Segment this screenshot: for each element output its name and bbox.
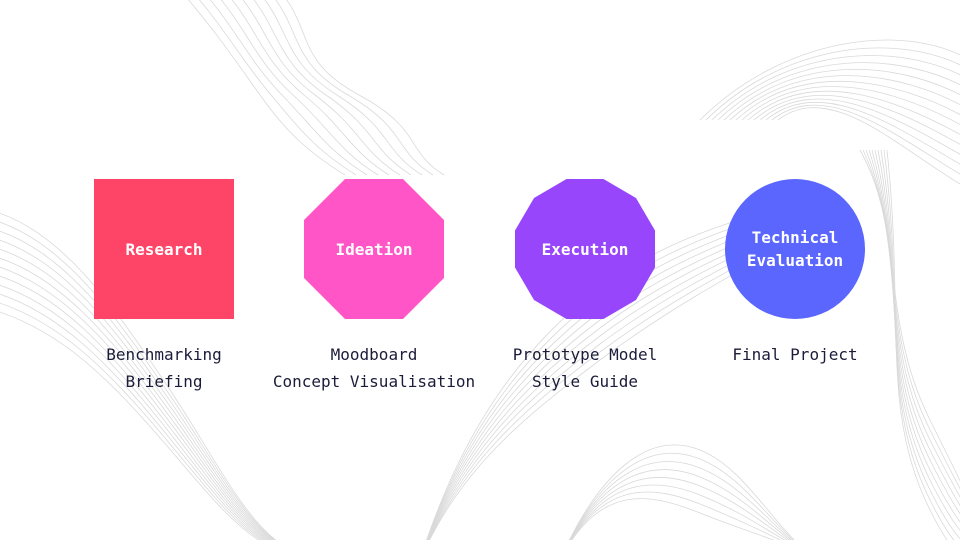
contour-line xyxy=(729,75,960,121)
deliverables-list: Prototype Model Style Guide xyxy=(450,341,720,395)
contour-line xyxy=(871,149,960,515)
contour-line xyxy=(264,0,423,176)
contour-line xyxy=(759,98,960,155)
deliverable-item: Benchmarking xyxy=(106,345,222,364)
contour-line xyxy=(699,39,960,121)
dodecagon-shape xyxy=(515,179,655,319)
contour-line xyxy=(717,62,960,121)
contour-line xyxy=(569,444,795,540)
deliverable-item: Moodboard xyxy=(330,345,418,364)
stage-title: Research xyxy=(125,239,203,259)
octagon-shape xyxy=(304,179,444,319)
contour-line xyxy=(242,0,401,176)
contour-line xyxy=(777,107,960,185)
contour-line xyxy=(275,0,434,176)
deliverable-item: Style Guide xyxy=(532,372,638,391)
contour-line xyxy=(0,284,266,540)
contour-line xyxy=(220,0,379,176)
contour-line xyxy=(753,95,960,145)
stage-title: Ideation xyxy=(335,239,413,259)
contour-line xyxy=(571,491,782,540)
contour-line xyxy=(723,68,960,121)
contour-line xyxy=(286,0,445,176)
contour-line xyxy=(0,275,268,540)
contour-line xyxy=(705,47,960,121)
contour-line xyxy=(877,149,960,531)
contour-line xyxy=(883,149,955,540)
contour-line xyxy=(0,248,272,540)
contour-line xyxy=(0,311,260,540)
dodecagon-fill xyxy=(515,179,655,319)
contour-line xyxy=(0,293,264,540)
contour-line xyxy=(199,0,357,176)
deliverable-item: Prototype Model xyxy=(512,345,658,364)
deliverable-item: Final Project xyxy=(732,345,858,364)
octagon-fill xyxy=(304,179,444,319)
circle-fill xyxy=(725,179,865,319)
circle-shape xyxy=(725,179,865,319)
contour-line xyxy=(569,461,793,540)
stage-technical-evaluation: Technical Evaluation Final Project xyxy=(680,179,910,409)
contour-line xyxy=(188,0,346,176)
deliverable-item: Concept Visualisation xyxy=(272,372,476,391)
contour-line xyxy=(0,257,271,540)
contour-line xyxy=(747,90,960,135)
stage-execution: Execution Prototype Model Style Guide xyxy=(470,179,700,409)
deliverable-item: Briefing xyxy=(125,372,203,391)
contour-line xyxy=(765,101,960,165)
contour-line xyxy=(741,86,960,125)
contour-line xyxy=(886,149,948,540)
contour-line xyxy=(569,469,791,540)
contour-line xyxy=(711,55,960,121)
contour-line xyxy=(253,0,412,176)
square-fill xyxy=(94,179,234,319)
stage-ideation: Ideation Moodboard Concept Visualisation xyxy=(259,179,489,409)
contour-line xyxy=(0,239,273,540)
contour-line xyxy=(880,149,960,540)
deliverables-list: Final Project xyxy=(660,341,930,368)
contour-line xyxy=(569,452,794,540)
contour-line xyxy=(0,230,275,540)
contour-line xyxy=(735,80,960,121)
contour-line xyxy=(570,477,789,540)
contour-line xyxy=(0,266,269,540)
contour-line xyxy=(0,212,277,540)
contour-line xyxy=(868,149,960,506)
contour-line xyxy=(231,0,390,176)
contour-line xyxy=(771,104,960,175)
contour-line xyxy=(570,484,786,540)
square-shape xyxy=(94,179,234,319)
stage-title: Technical Evaluation xyxy=(746,228,844,270)
stage-research: Research Benchmarking Briefing xyxy=(49,179,279,409)
contour-line xyxy=(209,0,368,176)
deliverables-list: Benchmarking Briefing xyxy=(29,341,299,395)
contour-line xyxy=(0,221,276,540)
stage-title: Execution xyxy=(541,239,629,259)
contour-line xyxy=(874,149,960,523)
contour-line xyxy=(0,302,262,540)
contour-line xyxy=(571,498,775,540)
deliverables-list: Moodboard Concept Visualisation xyxy=(239,341,509,395)
